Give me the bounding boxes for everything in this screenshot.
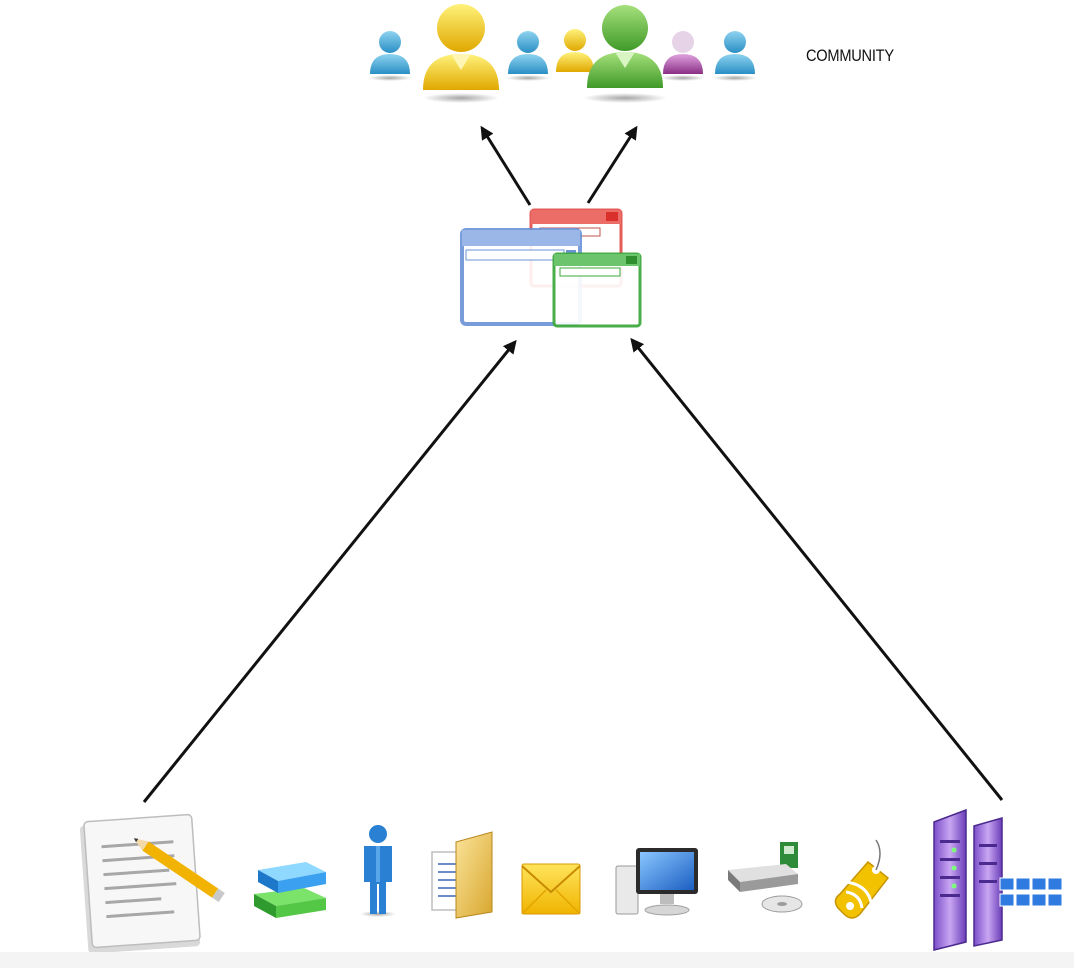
browser-window-green — [552, 252, 642, 328]
server-rack-icon — [933, 808, 1063, 951]
browser-window-blue — [460, 228, 582, 326]
document-pencil-icon — [79, 813, 225, 954]
hardware-device-icon — [728, 842, 803, 913]
community-label: COMMUNITY — [806, 46, 894, 65]
source-icons — [79, 808, 1063, 954]
person-large-green-icon — [583, 5, 667, 103]
arrows — [142, 125, 1004, 803]
person-small-blue-icon — [713, 31, 757, 81]
arrow-server-to-web — [630, 337, 1004, 801]
person-small-blue-icon — [506, 31, 550, 81]
arrow-document-to-web — [142, 339, 517, 803]
person-small-purple-icon — [661, 31, 705, 81]
person-large-yellow-icon — [423, 4, 499, 103]
arrow-web-to-community-left — [480, 125, 532, 206]
rss-tag-icon — [834, 839, 890, 919]
person-small-blue-icon — [368, 31, 412, 81]
folder-icon — [431, 831, 493, 919]
bottom-band — [0, 952, 1074, 968]
browser-windows-icon — [460, 208, 642, 328]
books-icon — [254, 862, 326, 918]
person-small-yellow-icon — [556, 29, 594, 72]
person-icon — [360, 825, 396, 917]
arrow-web-to-community-right — [586, 125, 638, 204]
envelope-icon — [521, 863, 581, 915]
computer-icon — [615, 848, 698, 916]
community-people-icon — [368, 4, 757, 103]
server-grid-icon — [999, 877, 1063, 907]
